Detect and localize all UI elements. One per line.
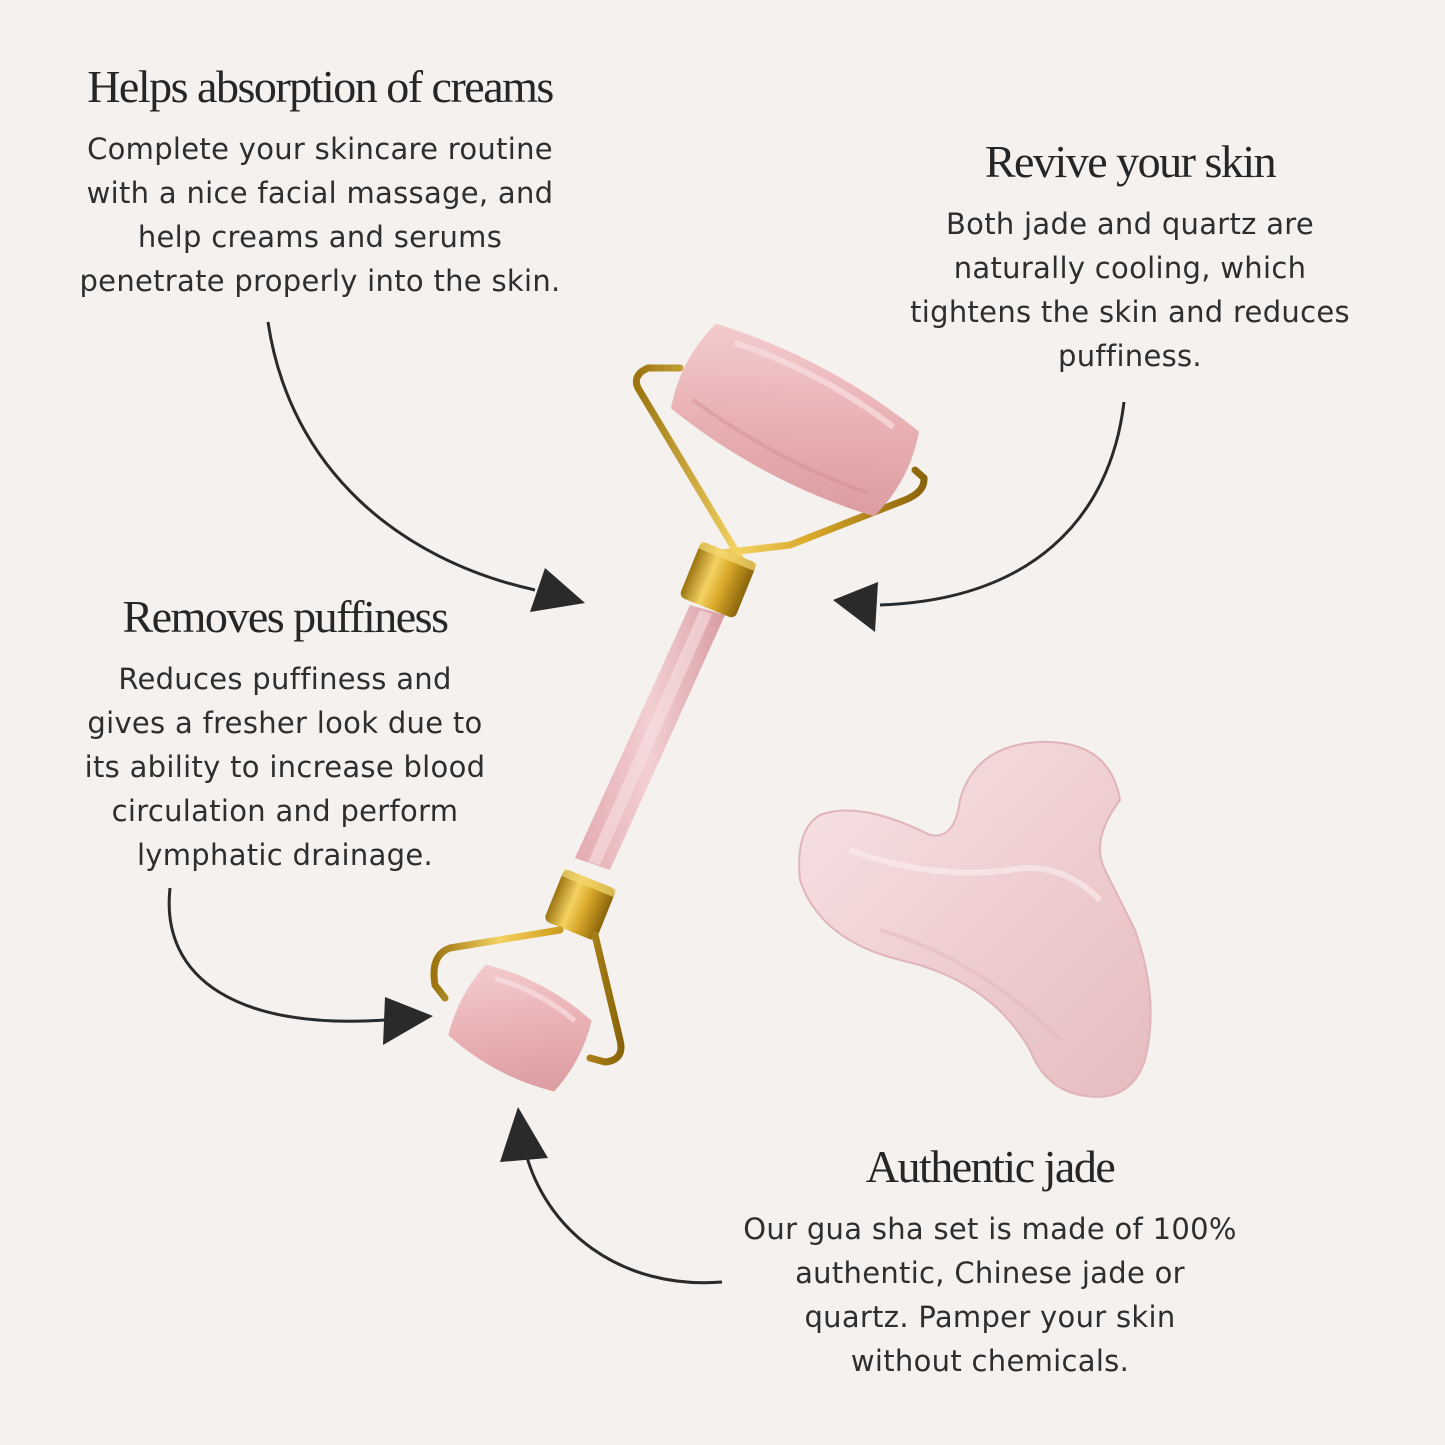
desc-line: Our gua sha set is made of 100% [743, 1212, 1237, 1246]
feature-revive: Revive your skin Both jade and quartz ar… [865, 135, 1395, 378]
feature-absorption: Helps absorption of creams Complete your… [40, 60, 600, 303]
desc-line: quartz. Pamper your skin [804, 1300, 1176, 1334]
desc-line: Reduces puffiness and [118, 662, 452, 696]
desc-line: with a nice facial massage, and [86, 176, 554, 210]
jade-roller [430, 323, 928, 1092]
feature-title: Authentic jade [865, 1141, 1116, 1192]
feature-title: Helps absorption of creams [87, 61, 554, 112]
desc-line: circulation and perform [111, 794, 459, 828]
feature-puffiness: Removes puffiness Reduces puffiness and … [40, 590, 530, 877]
arrow-4 [500, 1107, 723, 1285]
desc-line: gives a fresher look due to [87, 706, 483, 740]
arrow-2 [833, 401, 1126, 632]
feature-title: Removes puffiness [122, 591, 449, 642]
feature-authentic: Authentic jade Our gua sha set is made o… [710, 1140, 1270, 1383]
desc-line: help creams and serums [137, 220, 503, 254]
arrow-1 [266, 321, 585, 612]
gua-sha-stone [798, 740, 1152, 1098]
desc-line: authentic, Chinese jade or [795, 1256, 1185, 1290]
desc-line: Both jade and quartz are [945, 207, 1315, 241]
desc-line: tightens the skin and reduces [910, 295, 1350, 329]
desc-line: puffiness. [1058, 339, 1202, 373]
desc-line: Complete your skincare routine [87, 132, 553, 166]
desc-line: penetrate properly into the skin. [79, 264, 561, 298]
desc-line: lymphatic drainage. [136, 838, 434, 872]
arrow-3 [167, 887, 433, 1045]
feature-description: Reduces puffiness and gives a fresher lo… [40, 657, 530, 877]
desc-line: naturally cooling, which [953, 251, 1307, 285]
desc-line: its ability to increase blood [84, 750, 486, 784]
feature-description: Complete your skincare routine with a ni… [40, 127, 600, 303]
feature-description: Both jade and quartz are naturally cooli… [865, 202, 1395, 378]
feature-title: Revive your skin [984, 136, 1277, 187]
feature-description: Our gua sha set is made of 100% authenti… [710, 1207, 1270, 1383]
desc-line: without chemicals. [850, 1344, 1130, 1378]
